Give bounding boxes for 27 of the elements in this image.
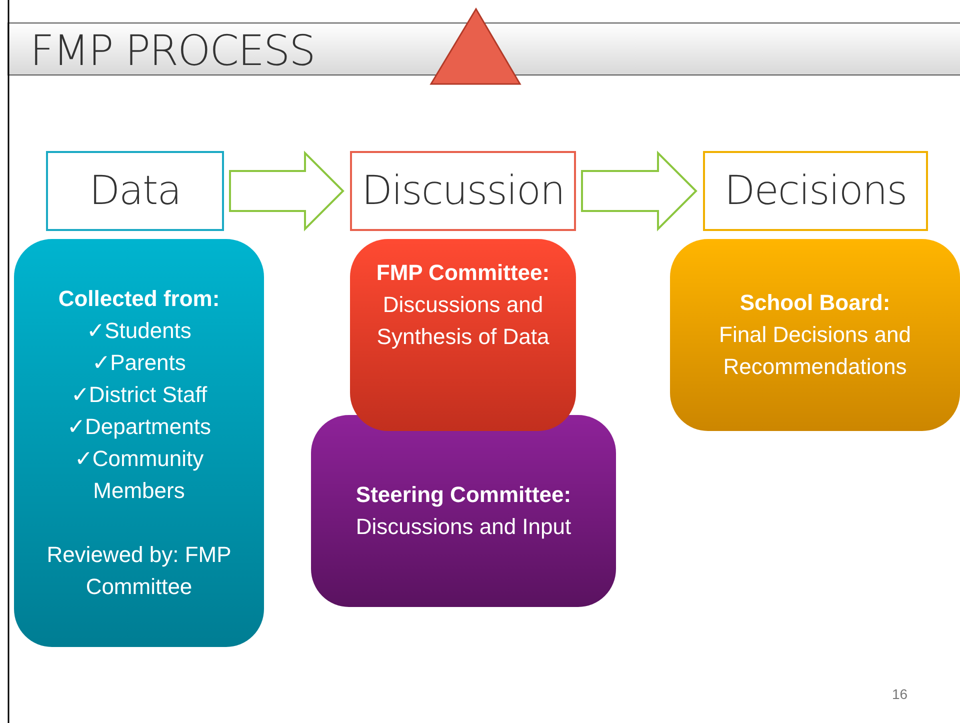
card-text: ✓Students	[86, 317, 192, 345]
block-arrow	[229, 150, 344, 232]
card-heading: FMP Committee:	[376, 259, 550, 287]
stage-box	[350, 151, 576, 231]
stage-box	[703, 151, 928, 231]
card-heading: Collected from:	[58, 285, 220, 313]
card-text: Final Decisions and Recommendations	[718, 321, 912, 381]
card-text: ✓District Staff	[70, 381, 208, 409]
card-heading: Steering Committee:	[356, 481, 572, 509]
card-text: ✓Community Members	[73, 445, 205, 505]
stage-box	[46, 151, 224, 231]
info-card	[14, 239, 264, 647]
card-text: Discussions and Input	[356, 513, 572, 541]
slide-title: FMP PROCESS	[30, 27, 315, 75]
card-text: Reviewed by: FMP Committee	[46, 541, 232, 601]
stage-label: Discussion	[362, 168, 564, 214]
stage-label: Data	[89, 168, 181, 214]
info-card	[311, 415, 616, 607]
stage-label: Decisions	[724, 168, 907, 214]
card-text: Discussions and Synthesis of Data	[376, 291, 550, 351]
block-arrow	[581, 150, 698, 232]
card-text: ✓Parents	[92, 349, 186, 377]
card-heading: School Board:	[740, 289, 890, 317]
info-card	[350, 239, 576, 431]
page-number: 16	[892, 686, 908, 702]
info-card	[670, 239, 960, 431]
card-text: ✓Departments	[67, 413, 211, 441]
